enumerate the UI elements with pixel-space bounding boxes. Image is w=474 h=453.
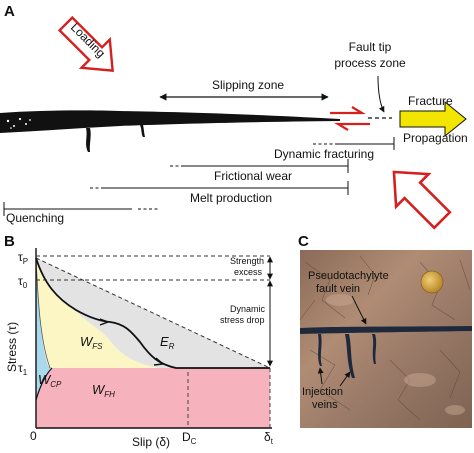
loading-arrow xyxy=(57,15,114,72)
melt-production-label: Melt production xyxy=(190,191,272,205)
injection-vein-c1 xyxy=(345,334,355,378)
fault-clasts xyxy=(6,117,31,129)
panel-a-letter: A xyxy=(4,3,15,20)
tau-1-label: τ1 xyxy=(18,361,28,377)
w-cp-label: WCP xyxy=(38,372,62,389)
panel-b-letter: B xyxy=(4,233,15,250)
injection-vein-c3 xyxy=(318,334,322,366)
injection-label-line2: veins xyxy=(312,399,338,411)
fault-tip-pointer xyxy=(377,75,385,113)
w-fh-label: WFH xyxy=(92,382,115,399)
tau-0-label: τ0 xyxy=(18,274,28,290)
e-r-label: ER xyxy=(160,334,175,351)
injection-vein-a2 xyxy=(140,125,145,137)
fault-zone xyxy=(0,110,340,133)
delta-t-label: δt xyxy=(264,430,274,446)
fracture-label: Fracture xyxy=(408,94,453,108)
injection-vein-c2 xyxy=(372,334,377,364)
cp-fh-boundary xyxy=(35,367,53,401)
fault-vein xyxy=(300,326,472,334)
injection-pointer-2 xyxy=(339,371,351,387)
dc-label: DC xyxy=(182,430,197,446)
injection-pointer-1 xyxy=(317,367,324,385)
panel-c-letter: C xyxy=(298,233,309,250)
injection-vein-a1 xyxy=(86,128,91,152)
slipping-zone-label: Slipping zone xyxy=(212,78,284,92)
dynamic-stress-drop-label-2: stress drop xyxy=(220,315,265,325)
propagation-label: Propagation xyxy=(403,131,468,145)
tau-p-label: τP xyxy=(18,250,28,266)
panel-b: B τP τ0 τ1 0 Stress ( xyxy=(4,233,274,449)
dynamic-stress-drop-label-1: Dynamic xyxy=(230,304,266,314)
frictional-wear-label: Frictional wear xyxy=(214,169,292,183)
rock-photo xyxy=(300,250,472,428)
rock-highlights xyxy=(326,294,465,415)
dynamic-fracturing-label: Dynamic fracturing xyxy=(274,147,374,161)
w-fh-region xyxy=(36,368,270,428)
panel-c: C Pseudotachylyte fault vein xyxy=(298,233,472,428)
linear-weakening-line xyxy=(35,257,271,369)
injection-label-line1: Injection xyxy=(302,386,343,398)
w-fs-region xyxy=(36,258,270,368)
w-cp-region xyxy=(36,258,52,400)
stress-arrow xyxy=(392,170,452,230)
strength-excess-label-2: excess xyxy=(234,267,263,277)
fault-tip-label-line2: process zone xyxy=(334,56,406,70)
shear-arrows xyxy=(330,106,370,131)
quenching-label: Quenching xyxy=(6,211,64,225)
curve-arrow-2 xyxy=(153,357,165,366)
coin-scale xyxy=(420,270,444,294)
fracture-arrow xyxy=(399,100,467,138)
w-fs-label: WFS xyxy=(80,334,103,351)
vein-label-line1: Pseudotachylyte xyxy=(308,270,389,282)
panel-a: A Loading Slipping zone Fault tip proces… xyxy=(0,3,468,230)
reference-lines xyxy=(36,255,271,428)
x-axis-label: Slip (δ) xyxy=(132,435,170,449)
y-origin-label: 0 xyxy=(30,429,37,443)
curve-arrow-1 xyxy=(99,318,110,326)
y-axis-label: Stress (τ) xyxy=(5,322,19,372)
stress-curve xyxy=(35,257,270,369)
vein-pointer xyxy=(351,295,367,325)
strength-excess-label-1: Strength xyxy=(230,256,264,266)
rock-texture xyxy=(299,255,471,421)
vein-label-line2: fault vein xyxy=(316,283,360,295)
process-bars xyxy=(3,137,395,216)
fault-tip-label-line1: Fault tip xyxy=(349,40,392,54)
